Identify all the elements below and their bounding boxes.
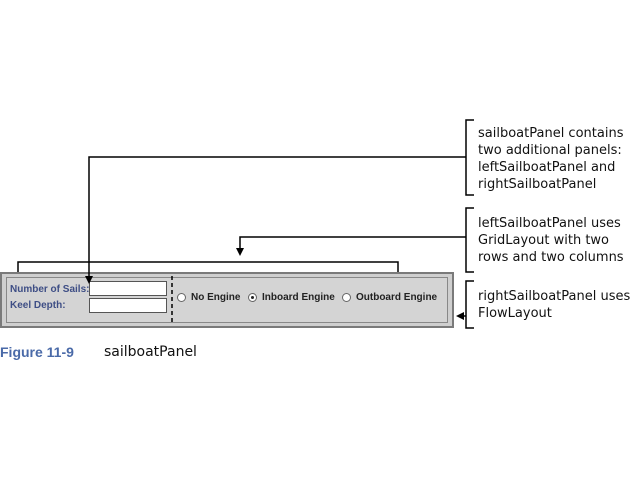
number-of-sails-label: Number of Sails: <box>10 284 90 295</box>
callout-right-panel: rightSailboatPanel uses FlowLayout <box>478 289 631 321</box>
outboard-engine-radio[interactable]: Outboard Engine <box>342 290 437 304</box>
inboard-engine-label: Inboard Engine <box>262 291 335 303</box>
bracket-right-panel <box>465 280 474 329</box>
radio-selected-icon[interactable] <box>248 292 257 302</box>
keel-depth-label: Keel Depth: <box>10 300 66 311</box>
arrow-left-panel <box>236 236 466 256</box>
keel-depth-input[interactable] <box>89 298 167 313</box>
radio-circle-icon[interactable] <box>342 292 351 302</box>
radio-circle-icon[interactable] <box>177 292 186 302</box>
figure-title: sailboatPanel <box>104 344 197 360</box>
arrow-sailboat-panel <box>85 156 466 284</box>
bracket-panel-top <box>17 261 399 272</box>
no-engine-radio[interactable]: No Engine <box>177 290 240 304</box>
outboard-engine-label: Outboard Engine <box>356 291 438 303</box>
no-engine-label: No Engine <box>191 291 241 303</box>
inboard-engine-radio[interactable]: Inboard Engine <box>248 290 335 304</box>
sailboat-panel <box>0 272 454 328</box>
bracket-sailboat-panel <box>465 119 474 196</box>
sailboat-panel-inner <box>6 277 448 323</box>
figure-number: Figure 11-9 <box>0 344 74 360</box>
callout-sailboat-panel: sailboatPanel contains two additional pa… <box>478 126 624 192</box>
bracket-left-panel <box>465 207 474 273</box>
number-of-sails-input[interactable] <box>89 281 167 296</box>
callout-left-panel: leftSailboatPanel uses GridLayout with t… <box>478 216 624 265</box>
